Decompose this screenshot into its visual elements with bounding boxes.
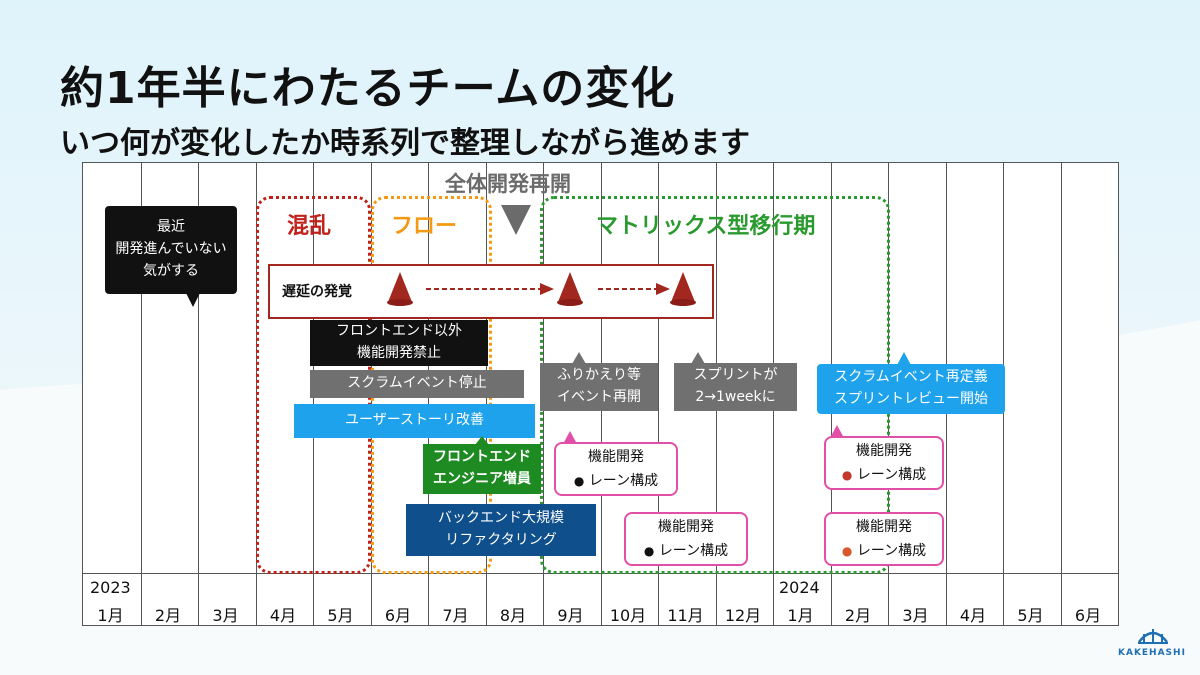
page-subtitle: いつ何が変化したか時系列で整理しながら進めます [60,126,750,161]
restart-marker-icon [501,205,531,235]
speech-line-3: 気がする [143,262,199,279]
lane-c-line-2: ● レーン構成 [826,463,942,488]
delay-cone-icon [671,272,695,302]
delay-cone-icon [558,272,582,302]
month-label: 1月 [97,606,124,625]
retro-box: ふりかえり等 イベント再開 [540,363,658,411]
fe-only-box: フロントエンド以外 機能開発禁止 [310,320,488,366]
fe-hire-line-1: フロントエンド [433,449,531,466]
fe-hire-box: フロントエンド エンジニア増員 [423,444,541,494]
lane-box-a: 機能開発 ● レーン構成 [554,442,678,496]
scrum-redefine-pointer [897,352,911,365]
sprint-change-pointer [691,352,705,364]
grid-column-divider [658,163,659,625]
month-label: 2月 [154,606,182,625]
grid-column-divider [198,163,199,625]
month-label: 7月 [442,606,469,625]
sprint-change-line-2: 2→1weekに [695,389,776,405]
month-label: 1月 [787,606,814,625]
lane-c-label: レーン構成 [856,467,927,483]
be-refactor-box: バックエンド大規模 リファクタリング [406,504,596,556]
brand-name: KAKEHASHI [1118,648,1186,658]
month-label: 5月 [327,606,354,625]
delay-label: 遅延の発覚 [282,284,352,300]
mushroom-icon: ● [841,468,853,482]
month-label: 2月 [844,606,872,625]
scrum-redefine-line-2: スプリントレビュー開始 [834,391,988,407]
retro-line-1: ふりかえり等 [557,367,641,384]
month-label: 6月 [1074,606,1102,625]
speech-bubble: 最近 開発進んでいない 気がする [105,206,237,294]
koala-icon: ● [643,544,655,558]
retro-pointer [572,352,586,364]
lane-box-d: 機能開発 ● レーン構成 [824,512,944,566]
delay-cone-base [670,299,696,306]
lane-a-pointer [563,431,577,444]
lane-a-line-2: ● レーン構成 [556,469,676,494]
lane-c-line-1: 機能開発 [856,442,912,459]
koala-icon: ● [573,474,585,488]
delay-arrow-icon [598,283,670,295]
fe-hire-line-2: エンジニア増員 [433,471,531,487]
lane-d-line-2: ● レーン構成 [826,539,942,564]
fe-only-line-2: 機能開発禁止 [357,345,441,361]
scrum-stop-label: スクラムイベント停止 [347,375,487,392]
octopus-icon: ● [841,544,853,558]
scrum-redefine-box: スクラムイベント再定義 スプリントレビュー開始 [817,364,1005,414]
year-label-2023: 2023 [90,578,131,597]
month-label: 11月 [667,606,704,625]
grid-column-divider [1060,163,1062,625]
month-label: 10月 [609,606,647,625]
be-refactor-line-2: リファクタリング [445,532,557,548]
lane-c-pointer [830,425,844,438]
lane-box-c: 機能開発 ● レーン構成 [824,436,944,490]
month-label: 6月 [384,606,412,625]
page-title: 約1年半にわたるチームの変化 [60,63,676,114]
delay-arrow-icon [426,283,554,295]
delay-cone-base [387,299,413,306]
restart-label: 全体開発再開 [445,172,571,196]
lane-b-line-2: ● レーン構成 [626,539,746,564]
lane-b-label: レーン構成 [658,543,729,559]
sprint-change-box: スプリントが 2→1weekに [674,363,797,411]
fe-only-line-1: フロントエンド以外 [336,323,462,340]
month-label: 4月 [959,606,987,625]
lane-d-label: レーン構成 [856,543,927,559]
retro-line-2: イベント再開 [557,389,641,405]
kakehashi-logo-icon [1138,629,1168,644]
month-label: 8月 [499,606,527,625]
grid-column-divider [140,163,142,625]
user-story-label: ユーザーストーリ改善 [344,412,485,429]
matrix-phase-title: マトリックス型移行期 [596,214,816,239]
month-label: 12月 [724,606,762,625]
lane-d-line-1: 機能開発 [856,518,912,535]
month-label: 9月 [557,606,584,625]
chaos-phase-title: 混乱 [287,214,332,239]
month-label: 3月 [902,606,929,625]
lane-a-label: レーン構成 [588,473,659,489]
be-refactor-line-1: バックエンド大規模 [438,510,564,527]
lane-b-line-1: 機能開発 [658,518,714,535]
year-label-2024: 2024 [779,578,820,597]
delay-cone-icon [388,272,412,302]
speech-line-2: 開発進んでいない [115,241,227,258]
month-label: 4月 [269,606,297,625]
lane-box-b: 機能開発 ● レーン構成 [624,512,748,566]
speech-line-1: 最近 [157,219,185,236]
month-label: 3月 [212,606,239,625]
sprint-change-line-1: スプリントが [693,367,778,384]
month-label: 5月 [1017,606,1044,625]
lane-a-line-1: 機能開発 [588,448,644,465]
user-story-box: ユーザーストーリ改善 [294,404,535,438]
flow-phase-title: フロー [391,214,458,239]
scrum-stop-box: スクラムイベント停止 [310,370,524,398]
delay-row [268,264,714,319]
speech-bubble-tail [186,293,200,307]
scrum-redefine-line-1: スクラムイベント再定義 [834,369,988,386]
delay-cone-base [557,299,583,306]
fe-hire-pointer [475,436,489,445]
